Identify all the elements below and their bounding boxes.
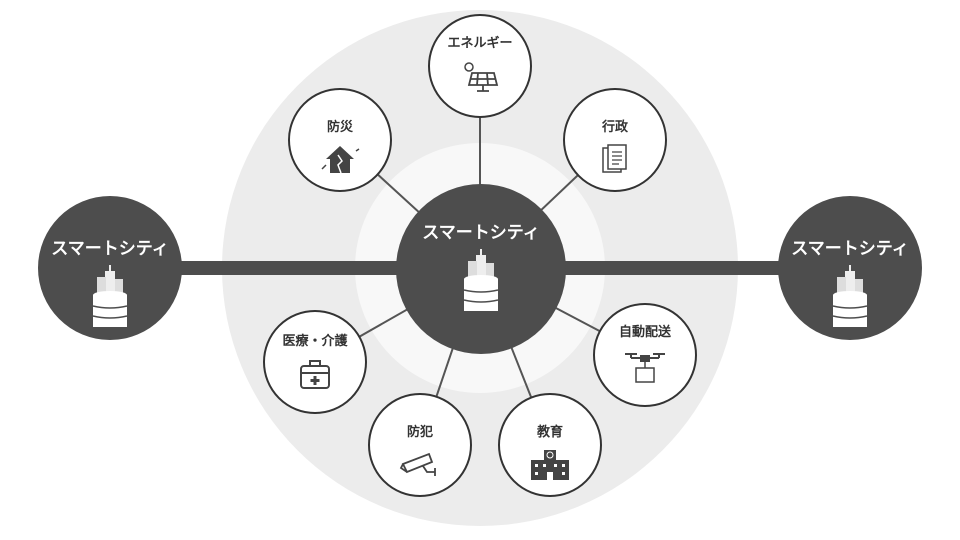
smart-city-hub-right: スマートシティ: [778, 196, 922, 340]
city-database-icon: [92, 265, 128, 328]
service-energy: エネルギー: [428, 14, 532, 118]
smart-city-hub-left: スマートシティ: [38, 196, 182, 340]
disaster-house-icon: [321, 146, 360, 174]
city-database-icon: [832, 265, 868, 328]
document-icon: [602, 144, 627, 173]
security-camera-icon: [399, 452, 436, 476]
hub-title: スマートシティ: [791, 239, 909, 259]
service-label: 防災: [326, 120, 353, 135]
service-medical-care: 医療・介護: [263, 310, 367, 414]
hub-title: スマートシティ: [51, 239, 169, 259]
solar-panel-icon: [464, 62, 499, 92]
service-education: 教育: [498, 393, 602, 497]
service-label: 自動配送: [618, 325, 671, 340]
service-crime-prevention: 防犯: [368, 393, 472, 497]
hub-title: スマートシティ: [422, 223, 540, 243]
service-automated-delivery: 自動配送: [593, 303, 697, 407]
delivery-drone-icon: [625, 353, 665, 383]
service-label: エネルギー: [447, 36, 513, 51]
service-label: 行政: [601, 120, 628, 135]
service-label: 教育: [536, 425, 563, 440]
service-disaster-prevention: 防災: [288, 88, 392, 192]
school-icon: [531, 450, 569, 480]
medical-kit-icon: [300, 360, 330, 389]
city-database-icon: [463, 249, 499, 312]
service-label: 防犯: [406, 425, 433, 440]
smart-city-hub-center: スマートシティ: [396, 184, 566, 354]
service-administration: 行政: [563, 88, 667, 192]
service-label: 医療・介護: [282, 334, 348, 349]
